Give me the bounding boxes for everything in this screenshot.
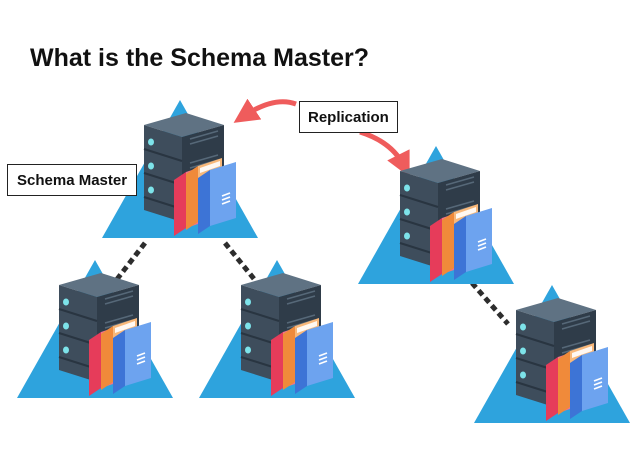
replication-label: Replication	[299, 101, 398, 133]
page-title: What is the Schema Master?	[30, 44, 369, 72]
server-node-bottom-center	[198, 259, 356, 399]
dashed-link	[470, 281, 510, 326]
schema-master-label: Schema Master	[7, 164, 138, 196]
server-node-bottom-left	[16, 259, 174, 399]
server-node-right	[357, 145, 515, 285]
replication-arrow	[359, 129, 410, 178]
server-node-bottom-right	[473, 284, 631, 424]
replication-arrow	[233, 98, 297, 123]
